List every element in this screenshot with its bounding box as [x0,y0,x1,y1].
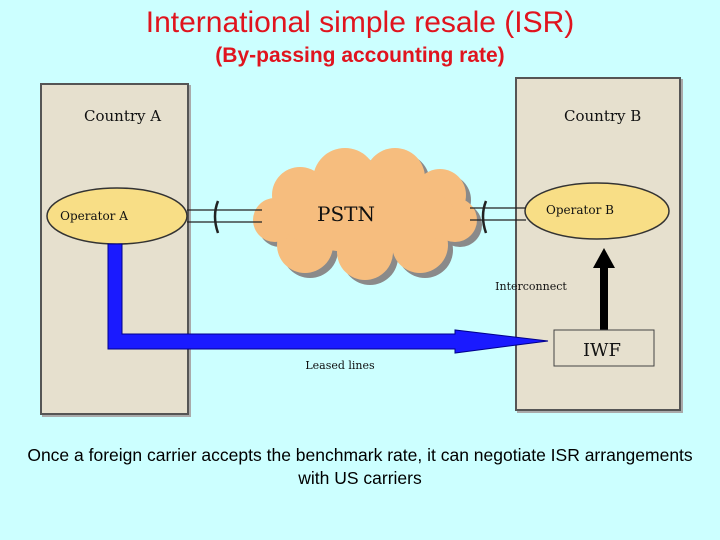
country-b-label: Country B [564,107,642,125]
caption: Once a foreign carrier accepts the bench… [27,445,693,488]
pstn-operator-b-link [470,200,526,234]
iwf-node: IWF [553,329,655,367]
operator-a-node: Operator A [46,187,188,245]
interconnect-arrow: Interconnect [495,248,615,330]
leased-lines-label: Leased lines [305,359,375,372]
operator-a-pstn-link [187,200,262,234]
page-subtitle: (By-passing accounting rate) [215,44,505,67]
operator-a-label: Operator A [60,209,128,223]
page-title: International simple resale (ISR) [145,6,575,39]
country-a-label: Country A [84,107,162,125]
operator-b-node: Operator B [524,182,670,240]
interconnect-label: Interconnect [495,280,567,293]
pstn-label: PSTN [317,202,375,226]
operator-b-label: Operator B [546,203,614,217]
iwf-label: IWF [583,340,621,361]
leased-line-path: Leased lines [107,243,549,372]
pstn-cloud: PSTN [253,148,482,285]
